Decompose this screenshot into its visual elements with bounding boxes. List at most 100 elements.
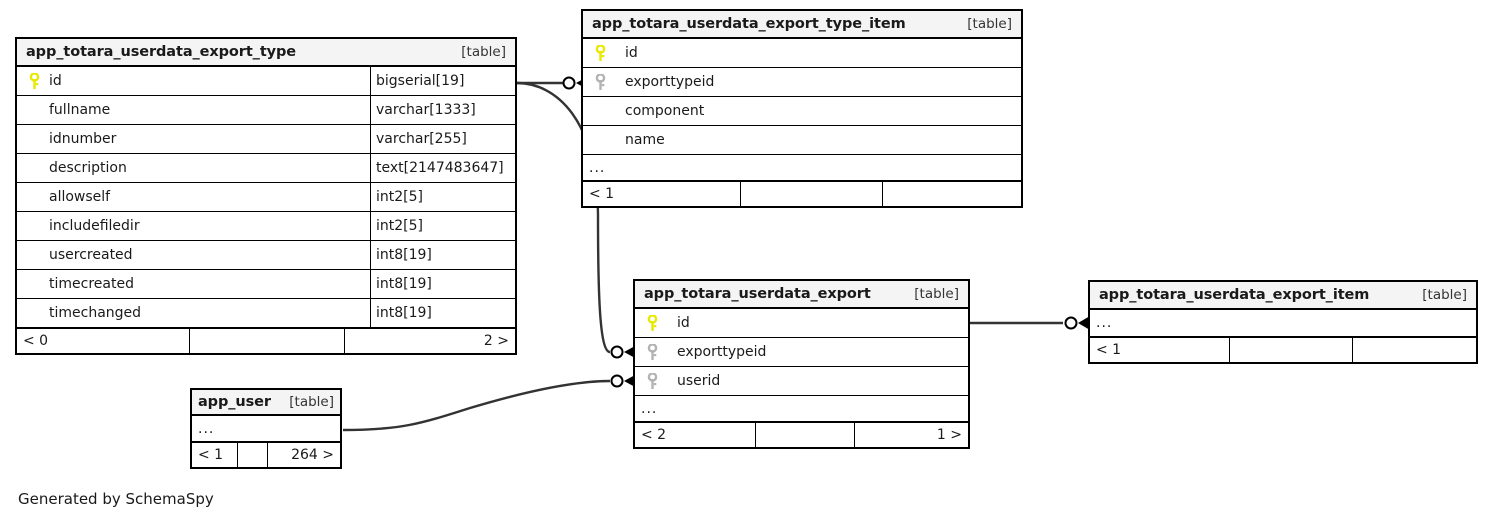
footer-middle: [237, 443, 267, 467]
foreign-key-icon: [589, 73, 611, 91]
table-row[interactable]: usercreated int8[19]: [17, 241, 515, 270]
footer-parent-count: < 1: [1096, 342, 1122, 358]
table-row[interactable]: id: [583, 39, 1021, 68]
entity-type-tag: [table]: [967, 16, 1012, 32]
column-name-cell: userid: [635, 367, 968, 395]
entity-title: app_user: [198, 394, 271, 410]
more-columns-indicator: ...: [192, 416, 340, 442]
column-type-cell: int2[5]: [370, 183, 515, 211]
footer-parent-count: < 1: [589, 186, 615, 202]
column-label: component: [625, 103, 705, 119]
entity-title: app_totara_userdata_export: [644, 286, 871, 302]
footer-middle: [1229, 338, 1352, 362]
column-label: fullname: [49, 102, 111, 118]
entity-app-user[interactable]: app_user [table] ... < 1 264 >: [190, 388, 342, 469]
entity-type-tag: [table]: [289, 394, 334, 410]
column-type-cell: text[2147483647]: [370, 154, 515, 182]
table-row[interactable]: allowself int2[5]: [17, 183, 515, 212]
entity-footer: < 0 2 >: [17, 328, 515, 353]
entity-header: app_user [table]: [192, 390, 340, 416]
column-name-cell: idnumber: [17, 125, 370, 153]
primary-key-icon: [23, 72, 45, 90]
footer-child-count: 2 >: [344, 329, 515, 353]
entity-footer: < 2 1 >: [635, 422, 968, 447]
column-label: includefiledir: [49, 218, 140, 234]
column-type-cell: int2[5]: [370, 212, 515, 240]
entity-app-totara-userdata-export-type-item[interactable]: app_totara_userdata_export_type_item [ta…: [581, 9, 1023, 208]
column-type-cell: varchar[1333]: [370, 96, 515, 124]
entity-header: app_totara_userdata_export_item [table]: [1090, 282, 1476, 310]
column-type-cell: int8[19]: [370, 299, 515, 327]
table-row[interactable]: id bigserial[19]: [17, 67, 515, 96]
column-name-cell: id: [17, 67, 370, 95]
footer-parent-count: < 0: [23, 333, 49, 349]
column-label: exporttypeid: [677, 344, 767, 360]
column-name-cell: exporttypeid: [583, 68, 1021, 96]
table-row[interactable]: component: [583, 97, 1021, 126]
table-row[interactable]: userid: [635, 367, 968, 396]
column-label: usercreated: [49, 247, 133, 263]
column-name-cell: name: [583, 126, 1021, 154]
column-name-cell: exporttypeid: [635, 338, 968, 366]
column-name-cell: id: [583, 39, 1021, 67]
column-type-cell: int8[19]: [370, 270, 515, 298]
column-name-cell: component: [583, 97, 1021, 125]
column-label: exporttypeid: [625, 74, 715, 90]
connector-app-user-to-export: [342, 379, 611, 432]
table-row[interactable]: fullname varchar[1333]: [17, 96, 515, 125]
column-name-cell: fullname: [17, 96, 370, 124]
column-label: userid: [677, 373, 721, 389]
table-row[interactable]: exporttypeid: [635, 338, 968, 367]
column-name-cell: timechanged: [17, 299, 370, 327]
footer-middle: [740, 182, 882, 206]
column-name-cell: allowself: [17, 183, 370, 211]
column-label: id: [677, 315, 690, 331]
footer-parent-count: < 2: [641, 427, 667, 443]
foreign-key-icon: [641, 343, 663, 361]
entity-footer: < 1: [583, 181, 1021, 206]
table-row[interactable]: name: [583, 126, 1021, 155]
column-label: id: [49, 73, 62, 89]
primary-key-icon: [589, 44, 611, 62]
generator-caption: Generated by SchemaSpy: [18, 490, 214, 508]
footer-child-count: [882, 182, 1021, 206]
entity-title: app_totara_userdata_export_item: [1099, 287, 1370, 303]
column-label: timecreated: [49, 276, 134, 292]
entity-app-totara-userdata-export-type[interactable]: app_totara_userdata_export_type [table] …: [15, 37, 517, 355]
column-label: timechanged: [49, 305, 142, 321]
column-label: name: [625, 132, 665, 148]
footer-middle: [755, 423, 854, 447]
column-name-cell: usercreated: [17, 241, 370, 269]
footer-child-count: [1352, 338, 1476, 362]
column-name-cell: description: [17, 154, 370, 182]
entity-header: app_totara_userdata_export [table]: [635, 281, 968, 309]
more-columns-indicator: ...: [583, 155, 1021, 181]
column-label: idnumber: [49, 131, 117, 147]
table-row[interactable]: timecreated int8[19]: [17, 270, 515, 299]
footer-parent-count: < 1: [198, 447, 224, 463]
entity-footer: < 1: [1090, 337, 1476, 362]
footer-child-count: 1 >: [854, 423, 968, 447]
more-columns-indicator: ...: [635, 396, 968, 422]
column-name-cell: timecreated: [17, 270, 370, 298]
entity-type-tag: [table]: [914, 286, 959, 302]
column-type-cell: int8[19]: [370, 241, 515, 269]
footer-middle: [189, 329, 344, 353]
entity-title: app_totara_userdata_export_type_item: [592, 16, 906, 32]
table-row[interactable]: timechanged int8[19]: [17, 299, 515, 328]
table-row[interactable]: description text[2147483647]: [17, 154, 515, 183]
column-label: id: [625, 45, 638, 61]
table-row[interactable]: exporttypeid: [583, 68, 1021, 97]
entity-header: app_totara_userdata_export_type [table]: [17, 39, 515, 67]
column-name-cell: id: [635, 309, 968, 337]
foreign-key-icon: [641, 372, 663, 390]
column-name-cell: includefiledir: [17, 212, 370, 240]
table-row[interactable]: id: [635, 309, 968, 338]
footer-child-count: 264 >: [267, 443, 340, 467]
primary-key-icon: [641, 314, 663, 332]
table-row[interactable]: idnumber varchar[255]: [17, 125, 515, 154]
column-label: description: [49, 160, 127, 176]
table-row[interactable]: includefiledir int2[5]: [17, 212, 515, 241]
entity-app-totara-userdata-export[interactable]: app_totara_userdata_export [table] id: [633, 279, 970, 449]
entity-app-totara-userdata-export-item[interactable]: app_totara_userdata_export_item [table] …: [1088, 280, 1478, 364]
